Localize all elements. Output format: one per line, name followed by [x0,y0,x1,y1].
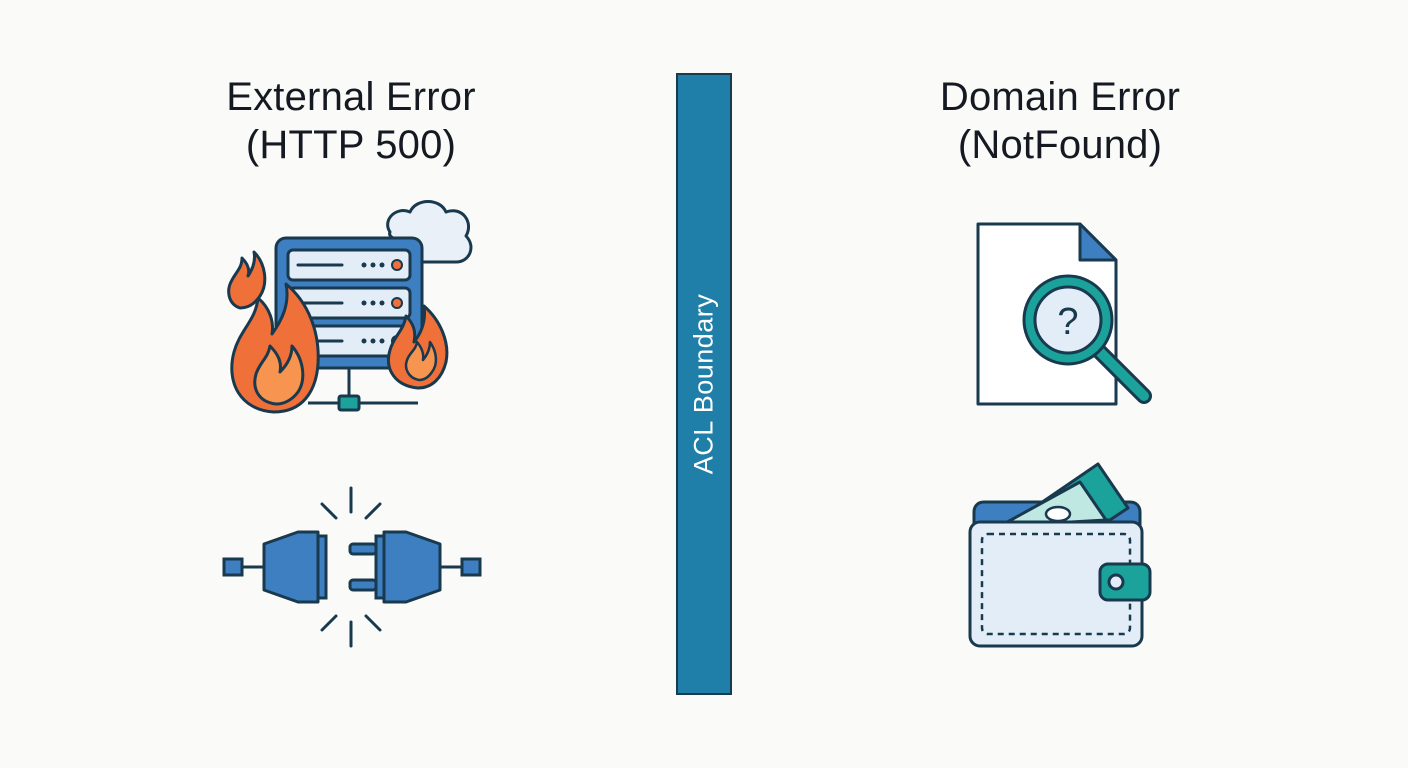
domain-error-title-line1: Domain Error [939,75,1181,119]
wallet-icon [968,462,1152,648]
server-fire-icon [227,200,473,414]
acl-boundary-bar: ACL Boundary [676,73,732,695]
domain-error-title: Domain Error (NotFound) [840,73,1280,169]
document-search-icon: ? [976,222,1152,406]
unplugged-connector-icon [222,486,482,648]
external-error-title-line1: External Error [226,75,476,119]
external-error-title: External Error (HTTP 500) [131,73,571,169]
svg-text:?: ? [1057,301,1078,343]
acl-boundary-label: ACL Boundary [688,293,719,475]
domain-error-title-line2: (NotFound) [957,123,1163,167]
external-error-title-line2: (HTTP 500) [245,123,457,167]
